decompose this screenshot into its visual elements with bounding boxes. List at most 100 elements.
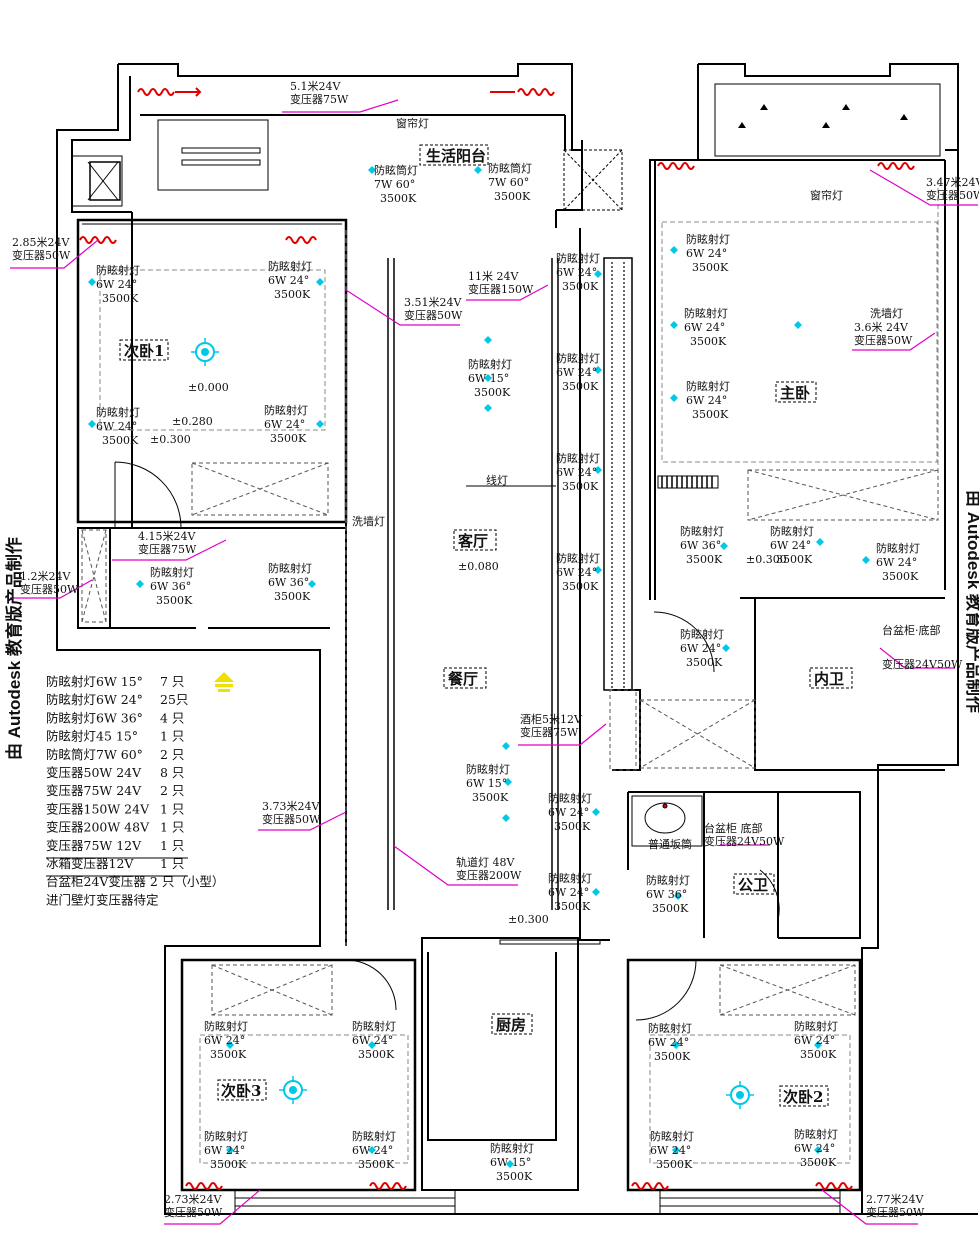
fixture-line: 3500K: [274, 288, 311, 301]
fixture-line: 6W 24°: [684, 321, 725, 334]
fixture-line: 6W 24°: [204, 1144, 245, 1157]
transformer-length: 2.77米24V: [866, 1193, 924, 1206]
fixture-line: 6W 24°: [794, 1142, 835, 1155]
fixture-line: 6W 24°: [556, 466, 597, 479]
fixture-line: 3500K: [562, 380, 599, 393]
fixture-line: 6W 24°: [770, 539, 811, 552]
note-wall-wash: 洗墙灯: [870, 306, 903, 320]
legend-item: 变压器150W 24V: [46, 801, 150, 816]
watermark-right: 由 Autodesk 教育版产品制作: [964, 490, 979, 713]
transformer-rating: 变压器50W: [164, 1205, 223, 1219]
fixture-label: 防眩射灯6W 36°3500K: [680, 524, 724, 566]
legend-item: 冰箱变压器12V: [46, 856, 134, 871]
leader-lines: [10, 99, 978, 1225]
fixture-line: 3500K: [270, 432, 307, 445]
fixture-line: 3500K: [494, 190, 531, 203]
transformer-length: 3.47米24V: [926, 176, 979, 189]
transformer-rating: 变压器50W: [262, 812, 321, 826]
fixture-line: 防眩射灯: [548, 791, 592, 805]
room-bed3: 次卧3: [221, 1082, 261, 1100]
fixture-line: 6W 24°: [686, 247, 727, 260]
transformer-rating: 变压器50W: [12, 248, 71, 262]
fixture-line: 防眩射灯: [794, 1127, 838, 1141]
legend-lamp-icon: [214, 672, 234, 692]
spot-markers: [88, 166, 870, 1168]
note-curtain-light: 窗帘灯: [396, 116, 429, 130]
transformer-rating: 变压器24V50W: [704, 834, 785, 848]
fixture-label: 防眩射灯6W 24°3500K: [548, 791, 592, 833]
room-balcony: 生活阳台: [426, 147, 486, 165]
transformer-rating: 变压器50W: [926, 188, 979, 202]
fixture-line: 防眩射灯: [686, 232, 730, 246]
fixture-line: 防眩射灯: [466, 762, 510, 776]
legend-item: 变压器50W 24V: [46, 765, 142, 780]
room-inner-bath: 内卫: [814, 670, 844, 688]
fixture-label: 防眩射灯6W 24°3500K: [686, 232, 730, 274]
room-kitchen: 厨房: [496, 1016, 526, 1034]
fixture-line: 3500K: [692, 261, 729, 274]
fixture-line: 6W 24°: [352, 1034, 393, 1047]
fixture-line: 6W 24°: [548, 806, 589, 819]
transformer-length: 1.2米24V: [20, 570, 71, 583]
room-dining: 餐厅: [448, 670, 478, 688]
fixture-line: 防眩射灯: [548, 871, 592, 885]
transformer-length: 3.6米 24V: [854, 321, 909, 334]
room-master: 主卧: [780, 384, 810, 402]
fixture-line: 防眩射灯: [264, 403, 308, 417]
fixture-line: 防眩射灯: [468, 357, 512, 371]
fixture-line: 3500K: [554, 900, 591, 913]
notes: 窗帘灯 窗帘灯 洗墙灯 洗墙灯 线灯 台盆柜·底部 变压器24V50W 普通坂筒: [352, 116, 963, 851]
fixture-line: 防眩射灯: [680, 627, 724, 641]
transformer-length: 3.73米24V: [262, 800, 320, 813]
fixture-label: 防眩射灯6W 24°3500K: [548, 871, 592, 913]
transformer-rating: 变压器75W: [290, 92, 349, 106]
legend-qty: 1 只: [160, 838, 184, 853]
fixture-line: 6W 24°: [794, 1034, 835, 1047]
fixture-label: 防眩射灯6W 36°3500K: [268, 561, 312, 603]
room-bed1: 次卧1: [124, 342, 164, 360]
track-lights: [387, 258, 625, 910]
level: ±0.000: [188, 381, 229, 394]
top-window: [71, 83, 941, 211]
legend-qty: 25只: [160, 692, 188, 707]
fixture-line: 6W 15°: [468, 372, 509, 385]
fixture-line: 防眩射灯: [556, 451, 600, 465]
transformer-rating: 变压器50W: [20, 582, 79, 596]
note-curtain-light: 窗帘灯: [810, 188, 843, 202]
fixture-label: 防眩射灯6W 24°3500K: [556, 351, 600, 393]
basin: [631, 795, 703, 847]
fixture-line: 3500K: [210, 1158, 247, 1171]
walls: [56, 63, 978, 1215]
fixture-line: 6W 24°: [268, 274, 309, 287]
note-basin-transformer: 变压器24V50W: [882, 657, 963, 671]
fixture-label: 防眩筒灯7W 60°3500K: [374, 163, 418, 205]
fixture-line: 防眩射灯: [96, 263, 140, 277]
fixture-label: 防眩射灯6W 36°3500K: [646, 873, 690, 915]
legend-item: 防眩射灯6W 24°: [46, 692, 143, 707]
fixture-line: 防眩射灯: [352, 1129, 396, 1143]
fixture-line: 防眩射灯: [876, 541, 920, 555]
fixture-line: 6W 24°: [96, 278, 137, 291]
fixture-line: 防眩射灯: [556, 551, 600, 565]
fixture-line: 3500K: [496, 1170, 533, 1183]
transformer-rating: 变压器50W: [854, 333, 913, 347]
fixture-label: 防眩射灯6W 15°3500K: [490, 1141, 534, 1183]
fixture-line: 3500K: [654, 1050, 691, 1063]
fixture-label: 防眩筒灯7W 60°3500K: [488, 161, 532, 203]
fixture-line: 3500K: [102, 292, 139, 305]
fixture-label: 防眩射灯6W 24°3500K: [556, 551, 600, 593]
fixture-line: 防眩射灯: [686, 379, 730, 393]
transformer-length: 2.85米24V: [12, 236, 70, 249]
fixture-line: 3500K: [882, 570, 919, 583]
fixture-line: 6W 24°: [556, 366, 597, 379]
fixture-line: 6W 24°: [204, 1034, 245, 1047]
